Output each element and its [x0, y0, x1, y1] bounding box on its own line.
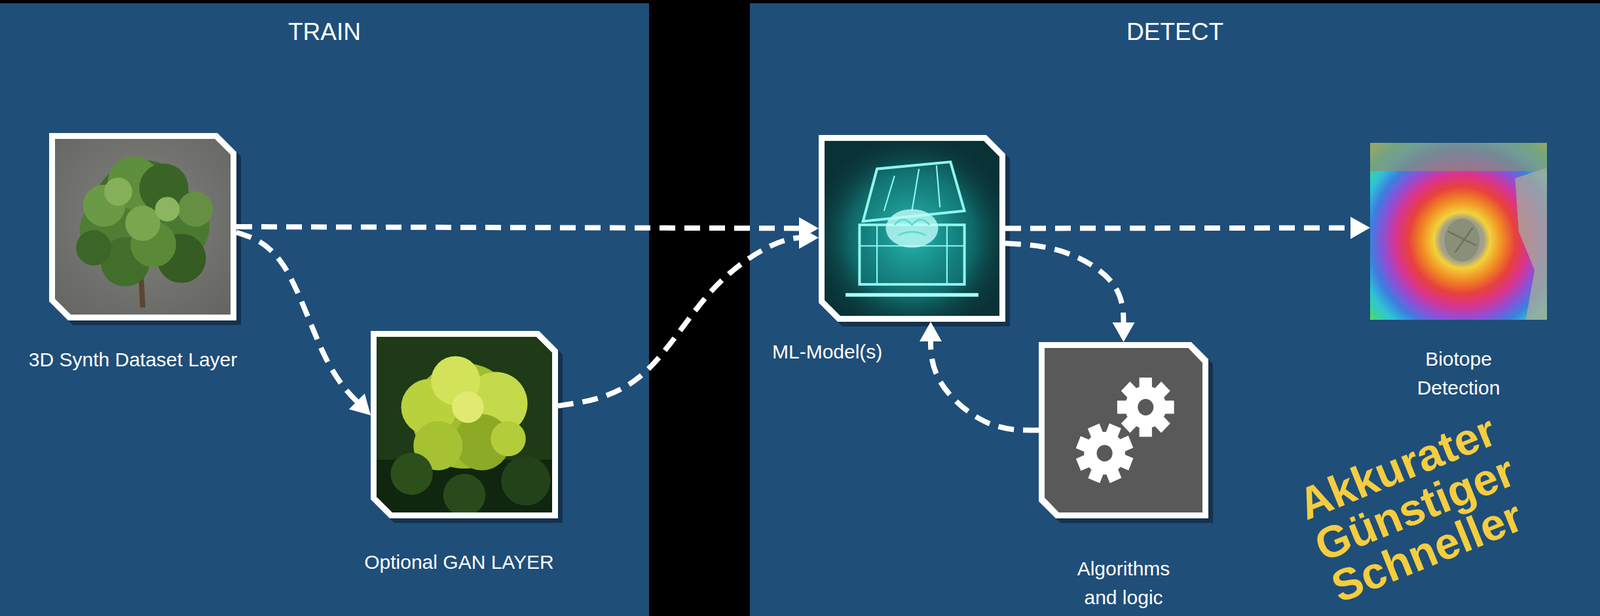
graphic-part — [376, 336, 553, 516]
tile-image — [370, 330, 559, 519]
gan-tile: Optional GAN LAYER — [370, 330, 559, 519]
tile-frame — [1038, 341, 1209, 519]
result-tile: Biotope Detection — [1370, 142, 1547, 320]
tile-picture — [1370, 142, 1547, 320]
tile-caption: Optional GAN LAYER — [364, 547, 555, 577]
graphic-part — [824, 140, 1000, 316]
tile-art — [55, 138, 231, 315]
tile-picture — [376, 336, 553, 516]
tile-image — [818, 134, 1006, 322]
tile-image — [1038, 341, 1209, 519]
tile-art — [376, 336, 553, 516]
tile-frame — [49, 132, 237, 321]
tile-frame — [818, 134, 1006, 322]
panel-title: TRAIN — [0, 3, 650, 47]
model-tile: ML-Model(s) — [818, 134, 1006, 322]
tile-picture — [824, 140, 1000, 316]
tile-shadow — [823, 139, 1010, 327]
tile-shadow — [1043, 346, 1213, 523]
panel-title: DETECT — [749, 3, 1600, 47]
tile-picture — [55, 138, 231, 315]
tile-image — [49, 132, 237, 321]
tile-caption: ML-Model(s) — [772, 337, 883, 367]
tile-caption: 3D Synth Dataset Layer — [28, 345, 238, 374]
tile-image — [1370, 142, 1547, 320]
logic-tile: Algorithms and logic — [1038, 341, 1209, 519]
tile-art — [1044, 347, 1203, 513]
train-panel: TRAIN3D Synth Dataset LayerOptional GAN … — [0, 3, 650, 616]
dataset-tile: 3D Synth Dataset Layer — [49, 132, 237, 321]
tile-art — [824, 140, 1000, 316]
graphic-part — [55, 138, 231, 315]
tile-shadow — [53, 137, 242, 325]
tile-shadow — [375, 335, 563, 523]
tile-caption: Algorithms and logic — [1064, 554, 1183, 612]
graphic-part — [1044, 347, 1203, 513]
tile-picture — [1044, 347, 1203, 513]
tile-frame — [370, 330, 559, 519]
tile-caption: Biotope Detection — [1402, 344, 1515, 402]
